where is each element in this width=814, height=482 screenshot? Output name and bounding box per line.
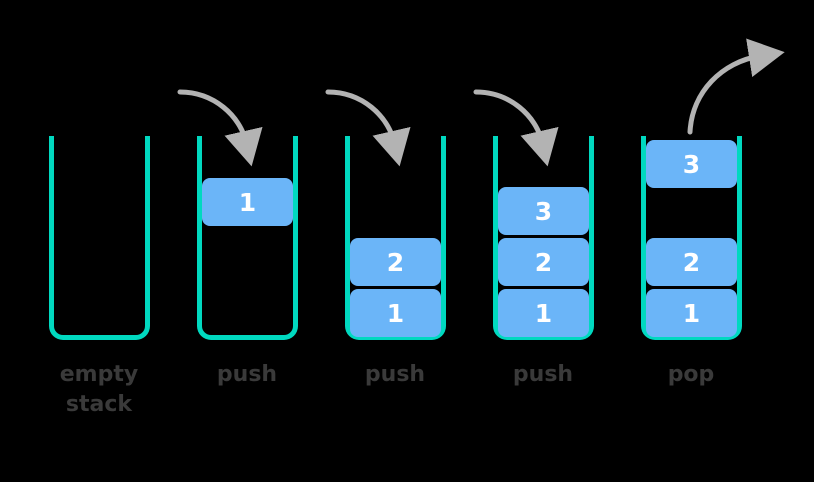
stack-block: 2 bbox=[350, 238, 441, 286]
stack-blocks-pop: 3 2 1 bbox=[641, 136, 742, 340]
stack-step-2: 1 push bbox=[148, 0, 298, 482]
stack-block: 1 bbox=[646, 289, 737, 337]
stack-block: 2 bbox=[498, 238, 589, 286]
stack-block: 3 bbox=[498, 187, 589, 235]
stack-blocks-push-1: 1 bbox=[197, 136, 298, 340]
caption-line: push bbox=[364, 362, 426, 387]
caption-line: stack bbox=[65, 392, 133, 417]
stack-block: 1 bbox=[202, 178, 293, 226]
stack-blocks-push-2: 2 1 bbox=[345, 136, 446, 340]
stack-container-push-3 bbox=[493, 136, 594, 340]
stack-caption-1: empty stack bbox=[0, 360, 198, 420]
caption-line: empty bbox=[59, 362, 139, 387]
stack-container-push-2 bbox=[345, 136, 446, 340]
stack-caption-4: push bbox=[444, 360, 642, 390]
caption-line: push bbox=[216, 362, 278, 387]
stack-blocks-push-3: 3 2 1 bbox=[493, 136, 594, 340]
stack-block: 3 bbox=[646, 140, 737, 188]
stack-caption-3: push bbox=[296, 360, 494, 390]
stack-step-5: 3 2 1 pop bbox=[592, 0, 742, 482]
stack-block: 1 bbox=[350, 289, 441, 337]
stack-block: 2 bbox=[646, 238, 737, 286]
stack-caption-2: push bbox=[148, 360, 346, 390]
stack-step-1: empty stack bbox=[0, 0, 150, 482]
stack-container-push-1 bbox=[197, 136, 298, 340]
stack-container-empty bbox=[49, 136, 150, 340]
stack-step-3: 2 1 push bbox=[296, 0, 446, 482]
stack-step-4: 3 2 1 push bbox=[444, 0, 594, 482]
stack-caption-5: pop bbox=[592, 360, 790, 390]
caption-line: pop bbox=[667, 362, 715, 387]
stack-block: 1 bbox=[498, 289, 589, 337]
stack-container-pop bbox=[641, 136, 742, 340]
caption-line: push bbox=[512, 362, 574, 387]
stack-blocks-empty bbox=[49, 136, 150, 340]
